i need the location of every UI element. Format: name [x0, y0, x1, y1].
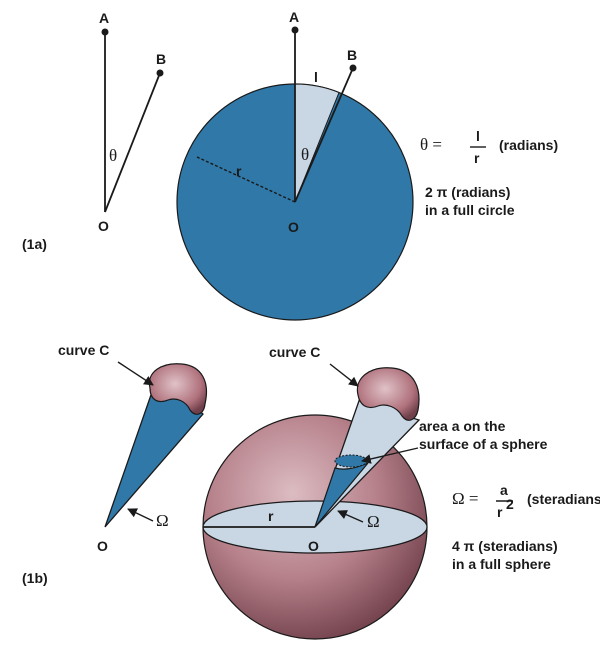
figure-tag-1b: (1b) [22, 570, 48, 586]
label-r: r [236, 163, 242, 179]
figure-tag-1a: (1a) [22, 236, 47, 252]
formula-omega-lhs: Ω = [452, 489, 478, 508]
formula-numerator-l: l [476, 128, 480, 144]
ray-ob-circle [294, 67, 354, 203]
point-a-dot [101, 28, 109, 36]
label-a-circle: A [289, 9, 299, 25]
label-theta: θ [109, 146, 117, 165]
note-full-circle-line1: 2 π (radians) [425, 184, 510, 200]
label-curve-c-left: curve C [58, 342, 109, 358]
label-o-sphere: O [308, 538, 319, 554]
formula-numerator-a: a [500, 482, 508, 498]
arrow-area-a [361, 447, 419, 464]
label-omega-left: Ω [156, 511, 169, 530]
figure-1a: A B O θ A B O θ r l θ = l r (radia [22, 9, 558, 321]
fig1a-left-angle: A B O θ [98, 10, 166, 234]
formula-denominator-r: r [497, 504, 503, 520]
label-theta-circle: θ [301, 145, 309, 164]
label-area-line1: area a on the [419, 418, 506, 434]
note-full-sphere-line2: in a full sphere [452, 556, 551, 572]
cap-curve-c-left [148, 363, 207, 415]
label-o-circle: O [288, 219, 299, 235]
formula-exponent-2: 2 [506, 496, 514, 512]
arrow-omega-sphere [337, 510, 364, 523]
label-omega-sphere: Ω [367, 512, 380, 531]
label-arc-l: l [314, 69, 318, 85]
note-full-circle-line2: in a full circle [425, 202, 515, 218]
ray-ob [104, 72, 161, 213]
fig1b-formula: Ω = a r 2 (steradians) [452, 482, 600, 520]
label-b-circle: B [347, 47, 357, 63]
label-curve-c-sphere: curve C [269, 344, 320, 360]
label-o-left: O [97, 538, 108, 554]
cap-curve-c-sphere [356, 367, 420, 421]
label-a: A [99, 10, 109, 26]
cone-body-left [104, 391, 204, 528]
point-b-dot-circle [349, 64, 357, 72]
formula-units-steradians: (steradians) [527, 491, 600, 507]
fig1b-left-cone: curve C Ω O [58, 342, 207, 554]
note-full-sphere-line1: 4 π (steradians) [452, 538, 558, 554]
fig1a-formula: θ = l r (radians) [420, 128, 558, 166]
arrow-curve-c-sphere [329, 363, 359, 387]
label-r-sphere: r [268, 508, 274, 524]
figure-1b: curve C Ω O r curve C area a on the surf… [22, 342, 600, 640]
point-a-dot-circle [291, 26, 299, 34]
point-b-dot [156, 69, 164, 77]
radius-line [196, 156, 296, 203]
label-o: O [98, 218, 109, 234]
fig1b-sphere-group: r curve C area a on the surface of a sph… [202, 344, 548, 640]
formula-denominator-r: r [474, 150, 480, 166]
arrow-curve-c-left [117, 361, 154, 386]
fig1a-circle-group: A B O θ r l [176, 9, 414, 321]
label-area-line2: surface of a sphere [419, 436, 548, 452]
formula-units-radians: (radians) [499, 137, 558, 153]
formula-theta-lhs: θ = [420, 135, 442, 154]
label-b: B [156, 51, 166, 67]
arrow-omega-left [127, 508, 154, 522]
